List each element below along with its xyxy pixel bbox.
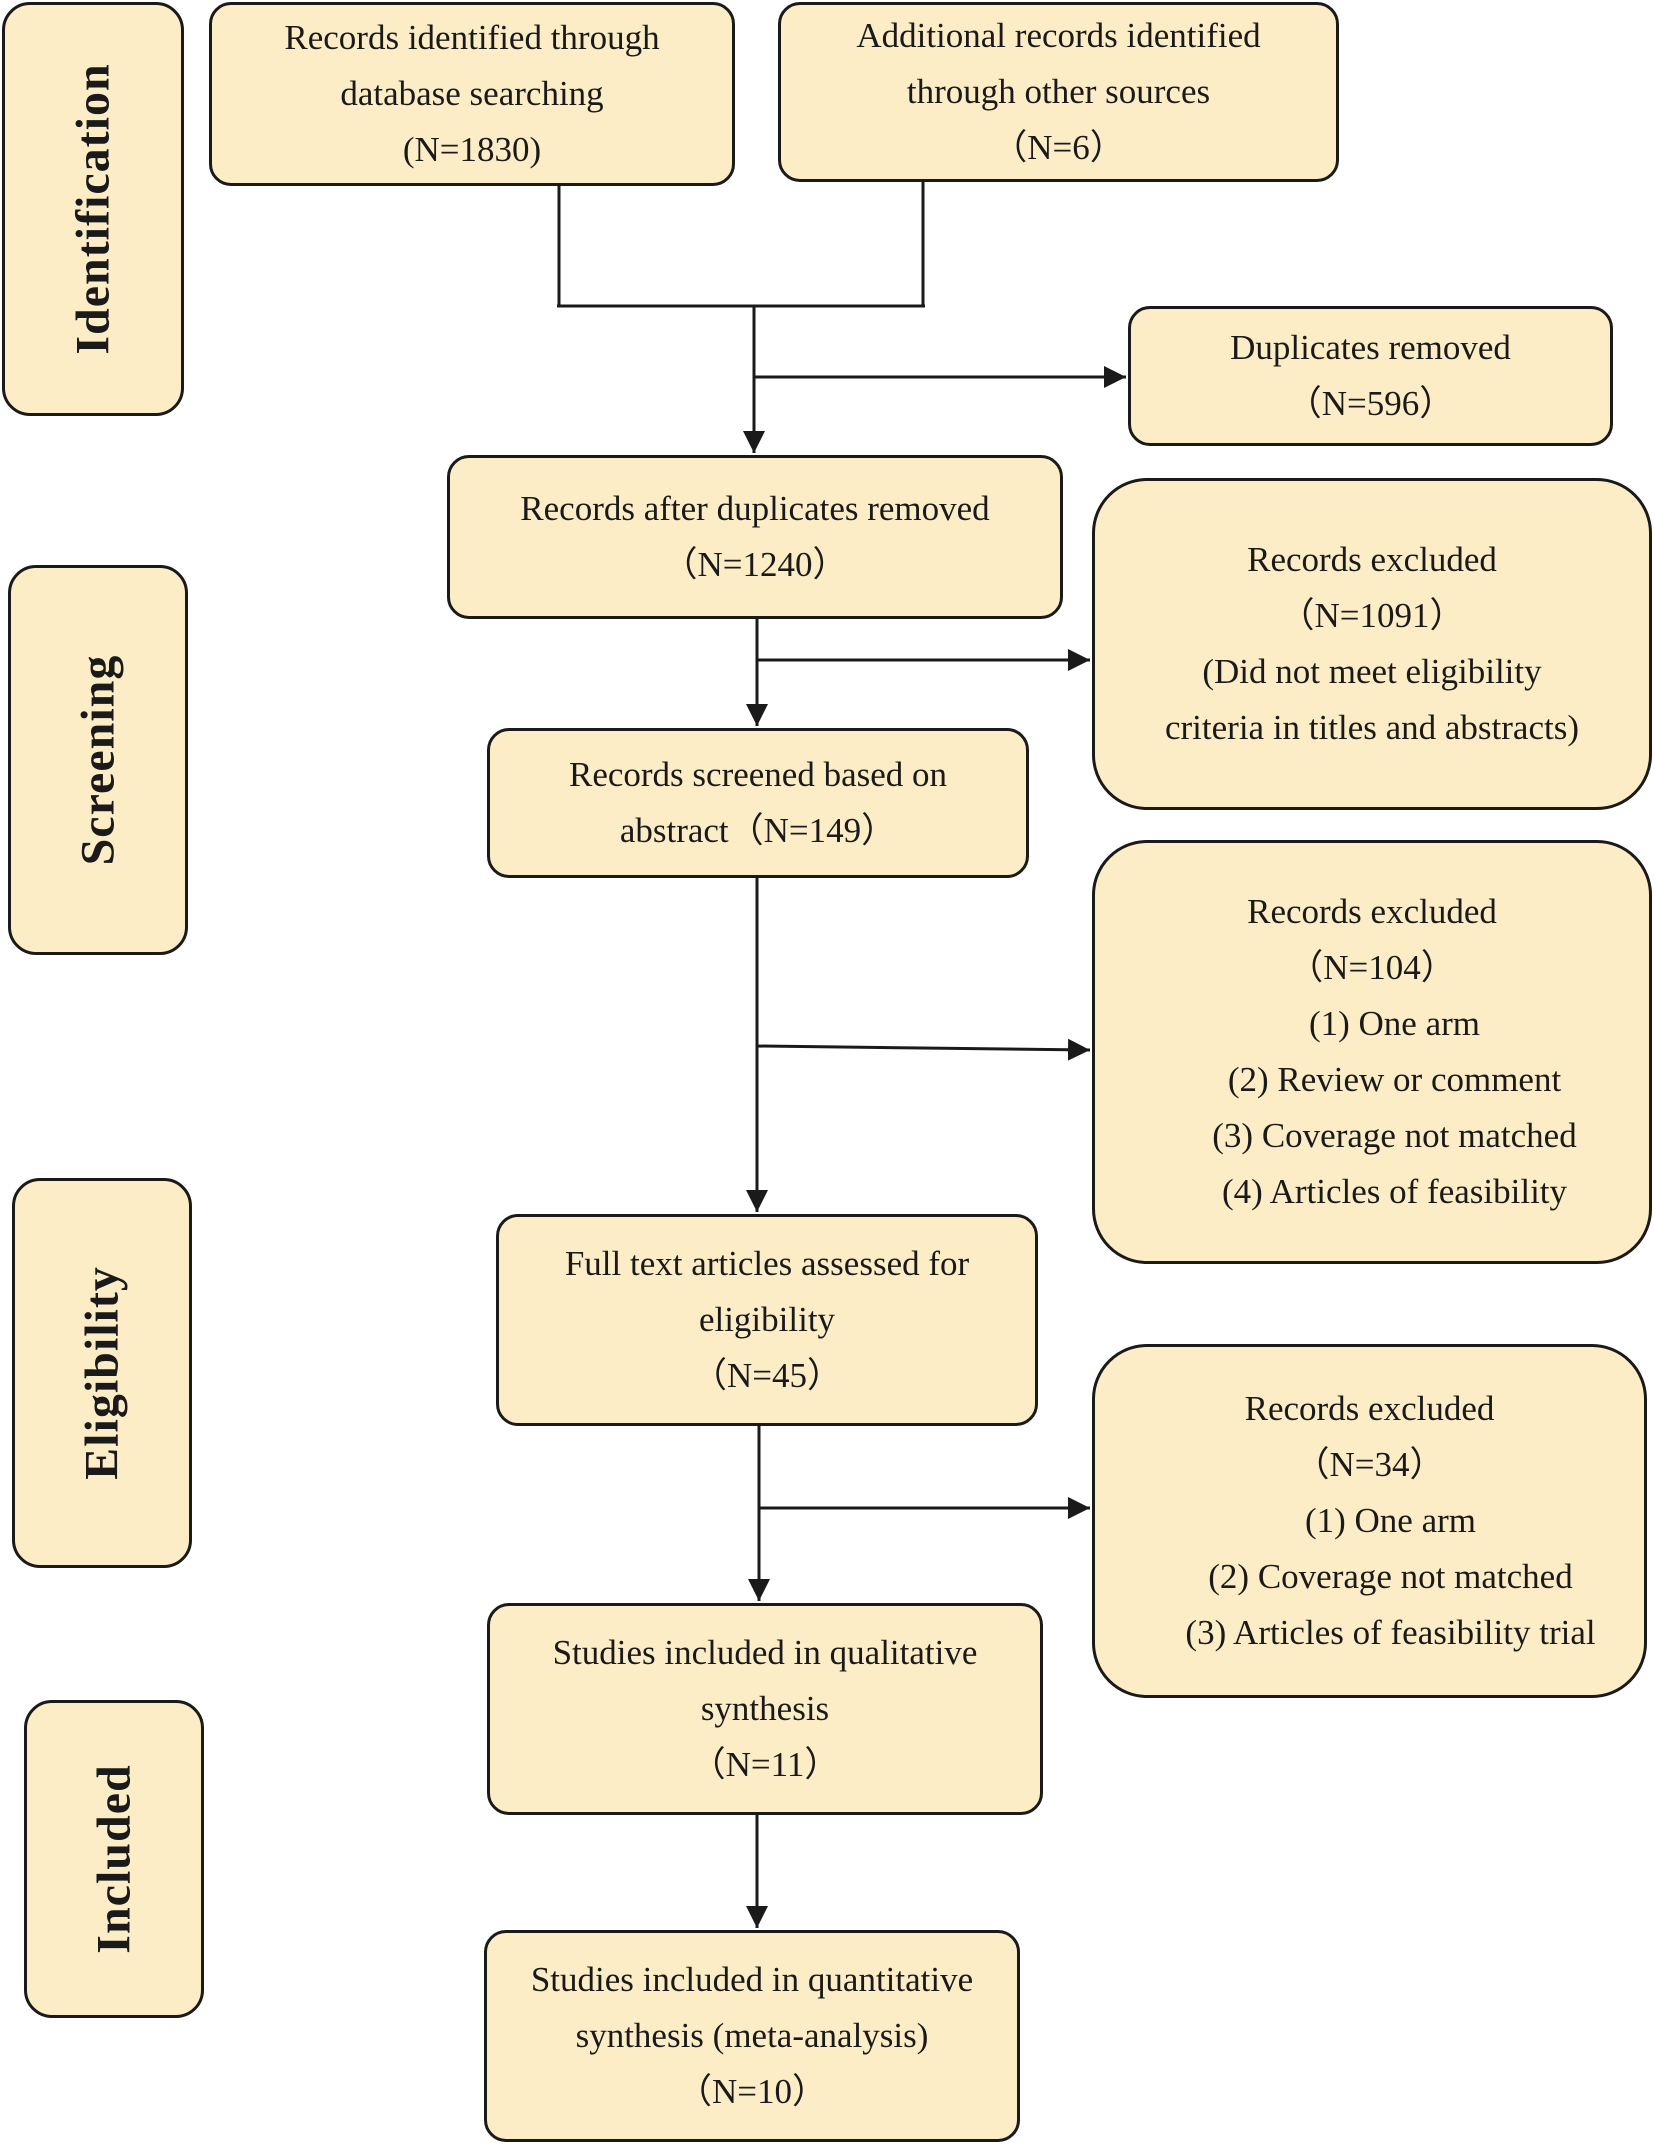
list-item: (3) Articles of feasibility trial <box>1185 1613 1596 1652</box>
stage-label-included: Included <box>87 1764 141 1954</box>
stage-included: Included <box>24 1700 204 2018</box>
list-item: (2) Review or comment <box>1227 1060 1562 1099</box>
box-line: （N=596） <box>1286 384 1455 423</box>
box-line: database searching <box>340 74 604 113</box>
stage-label-screening: Screening <box>71 654 125 866</box>
box-line: （N=1240） <box>662 545 848 584</box>
qualitative-synthesis-box: Studies included in qualitative synthesi… <box>487 1603 1043 1815</box>
stage-label-identification: Identification <box>66 63 120 355</box>
stage-label-eligibility: Eligibility <box>75 1266 129 1480</box>
box-line: eligibility <box>698 1300 836 1339</box>
stage-identification: Identification <box>2 2 184 416</box>
connector-arrow <box>756 1038 1091 1061</box>
box-line: （N=1091） <box>1279 596 1465 635</box>
records-excluded-2-box: Records excluded （N=104） (1) One arm (2)… <box>1092 840 1652 1264</box>
box-line: (N=1830) <box>402 130 542 169</box>
records-screened-box: Records screened based on abstract（N=149… <box>487 728 1029 878</box>
box-line: through other sources <box>906 72 1211 111</box>
records-excluded-1-box: Records excluded （N=1091） (Did not meet … <box>1092 478 1652 810</box>
box-line: Records screened based on <box>568 755 948 794</box>
box-line: Additional records identified <box>856 16 1261 55</box>
box-title: Records excluded <box>1247 892 1497 931</box>
box-line: Duplicates removed <box>1230 328 1511 367</box>
exclusion-reasons-list: (1) One arm (2) Coverage not matched (3)… <box>1095 1493 1644 1661</box>
quantitative-synthesis-box: Studies included in quantitative synthes… <box>484 1930 1020 2142</box>
list-item: (1) One arm <box>1308 1004 1481 1043</box>
list-item: (1) One arm <box>1304 1501 1477 1540</box>
box-count: （N=104） <box>1288 948 1456 987</box>
exclusion-reasons-list: (1) One arm (2) Review or comment (3) Co… <box>1095 996 1649 1220</box>
box-line: Studies included in qualitative <box>552 1633 978 1672</box>
records-other-sources-box: Additional records identified through ot… <box>778 2 1339 182</box>
box-line: （N=10） <box>676 2072 827 2111</box>
box-line: （N=11） <box>690 1745 840 1784</box>
stage-screening: Screening <box>8 565 188 955</box>
box-line: abstract（N=149） <box>619 811 897 850</box>
box-line: criteria in titles and abstracts) <box>1164 708 1579 747</box>
box-line: （N=6） <box>992 128 1125 167</box>
duplicates-removed-box: Duplicates removed （N=596） <box>1128 306 1613 446</box>
box-line: synthesis (meta-analysis) <box>575 2016 929 2055</box>
records-database-box: Records identified through database sear… <box>209 2 735 186</box>
box-line: Records excluded <box>1247 540 1497 579</box>
box-line: synthesis <box>700 1689 830 1728</box>
box-line: （N=45） <box>691 1356 842 1395</box>
records-after-duplicates-box: Records after duplicates removed （N=1240… <box>447 455 1063 619</box>
records-excluded-3-box: Records excluded （N=34） (1) One arm (2) … <box>1092 1344 1647 1698</box>
stage-eligibility: Eligibility <box>12 1178 192 1568</box>
box-line: Records after duplicates removed <box>520 489 990 528</box>
box-line: Full text articles assessed for <box>564 1244 970 1283</box>
box-title: Records excluded <box>1244 1389 1495 1428</box>
list-item: (2) Coverage not matched <box>1208 1557 1573 1596</box>
box-line: (Did not meet eligibility <box>1202 652 1542 691</box>
box-line: Records identified through <box>284 18 660 57</box>
box-line: Studies included in quantitative <box>530 1960 974 1999</box>
full-text-articles-box: Full text articles assessed for eligibil… <box>496 1214 1038 1426</box>
list-item: (3) Coverage not matched <box>1212 1116 1577 1155</box>
box-count: （N=34） <box>1294 1445 1445 1484</box>
list-item: (4) Articles of feasibility <box>1221 1172 1568 1211</box>
